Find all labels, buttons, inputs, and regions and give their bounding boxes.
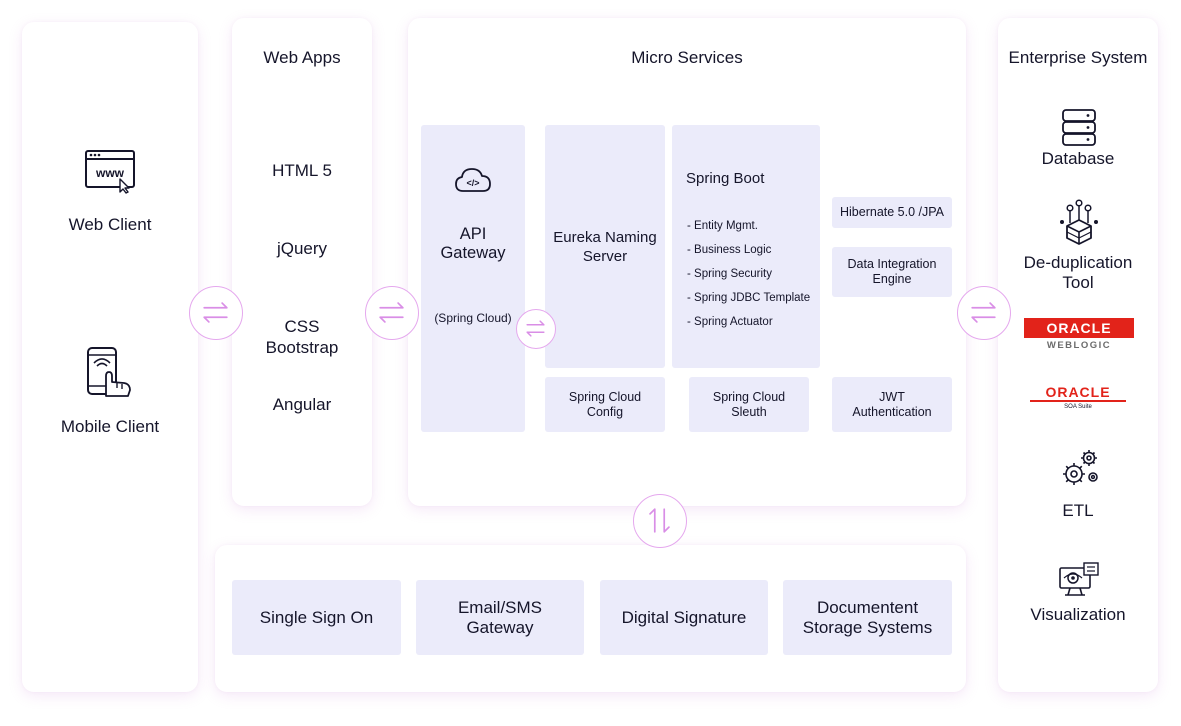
cloud-code-icon: </> (453, 165, 493, 195)
digital-signature-card: Digital Signature (600, 580, 768, 655)
web-app-angular: Angular (272, 395, 332, 414)
api-gateway-line2: Gateway (440, 244, 506, 262)
doc-storage-line2: Storage Systems (802, 617, 933, 637)
api-gateway-card (421, 125, 525, 432)
oracle-weblogic-product: WEBLOGIC (1046, 340, 1112, 351)
single-sign-on-card: Single Sign On (232, 580, 401, 655)
web-app-jquery: jQuery (276, 239, 328, 258)
hibernate-label: Hibernate 5.0 /JPA (840, 205, 944, 219)
list-item: - Spring Actuator (687, 316, 773, 328)
clients-webapps-arrow-icon (189, 286, 243, 340)
spring-cloud-sleuth-card: Spring Cloud Sleuth (689, 377, 809, 432)
micro-services-title: Micro Services (631, 48, 743, 67)
spring-boot-card (672, 125, 820, 368)
oracle-weblogic-brand: ORACLE (1024, 318, 1134, 338)
web-apps-panel: Web Apps (232, 18, 372, 506)
browser-icon: www (84, 148, 136, 194)
enterprise-title: Enterprise System (1008, 48, 1148, 67)
web-client-label: Web Client (68, 215, 152, 234)
jwt-auth-card: JWT Authentication (832, 377, 952, 432)
gateway-eureka-arrow-icon (516, 309, 556, 349)
list-item: - Spring JDBC Template (687, 292, 811, 304)
mobile-touch-icon (84, 346, 138, 398)
oracle-soa-product: SOA Suite (1064, 404, 1092, 410)
clients-panel (22, 22, 198, 692)
etl-label: ETL (1062, 501, 1094, 520)
email-sms-gateway-card: Email/SMS Gateway (416, 580, 584, 655)
email-line1: Email/SMS (457, 597, 543, 617)
spring-boot-feature-list: - Entity Mgmt. - Business Logic - Spring… (687, 214, 810, 334)
web-apps-title: Web Apps (263, 48, 341, 67)
api-gateway-line1: API (459, 225, 487, 243)
oracle-weblogic-logo: ORACLE WEBLOGIC (1024, 318, 1134, 354)
dedup-line2: Tool (1062, 273, 1094, 292)
micro-services-bar-arrow-icon (633, 494, 687, 548)
visualization-icon (1058, 562, 1100, 598)
hibernate-card: Hibernate 5.0 /JPA (832, 197, 952, 228)
dedup-line1: De-duplication (1023, 253, 1133, 272)
cloud-sleuth-line2: Sleuth (731, 404, 767, 419)
spring-boot-title: Spring Boot (686, 170, 765, 187)
email-line2: Gateway (466, 617, 534, 637)
oracle-soa-logo: ORACLE SOA Suite (1030, 384, 1126, 414)
api-gateway-sub: (Spring Cloud) (434, 311, 512, 325)
jwt-line2: Authentication (852, 404, 932, 419)
document-storage-card: Documentent Storage Systems (783, 580, 952, 655)
etl-gears-icon (1058, 446, 1102, 490)
mobile-client-label: Mobile Client (60, 417, 160, 436)
list-item: - Spring Security (687, 268, 773, 280)
spring-cloud-config-card: Spring Cloud Config (545, 377, 665, 432)
sso-line1: Single Sign On (259, 607, 374, 627)
visualization-label: Visualization (1030, 605, 1126, 624)
cloud-sleuth-line1: Spring Cloud (712, 389, 786, 404)
dedup-icon (1058, 198, 1100, 246)
webapps-micro-arrow-icon (365, 286, 419, 340)
web-app-html5: HTML 5 (272, 161, 332, 180)
database-label: Database (1041, 149, 1115, 168)
code-glyph: </> (466, 178, 479, 188)
digital-signature-line1: Digital Signature (621, 607, 747, 627)
oracle-soa-brand: ORACLE (1030, 384, 1126, 402)
www-text: www (95, 166, 125, 180)
data-integration-card: Data Integration Engine (832, 247, 952, 297)
micro-enterprise-arrow-icon (957, 286, 1011, 340)
data-integration-line1: Data Integration (847, 257, 937, 271)
jwt-line1: JWT (879, 389, 905, 404)
web-app-css-bootstrap: CSS Bootstrap (265, 317, 339, 357)
eureka-line2: Server (582, 247, 628, 265)
cloud-config-line1: Spring Cloud (568, 389, 642, 404)
eureka-server-card: Eureka Naming Server (545, 125, 665, 368)
eureka-line1: Eureka Naming (553, 228, 657, 246)
list-item: - Business Logic (687, 244, 772, 256)
doc-storage-line1: Documentent (816, 597, 919, 617)
database-icon (1060, 108, 1098, 148)
data-integration-line2: Engine (872, 272, 912, 286)
list-item: - Entity Mgmt. (687, 220, 758, 232)
cloud-config-line2: Config (586, 404, 624, 419)
